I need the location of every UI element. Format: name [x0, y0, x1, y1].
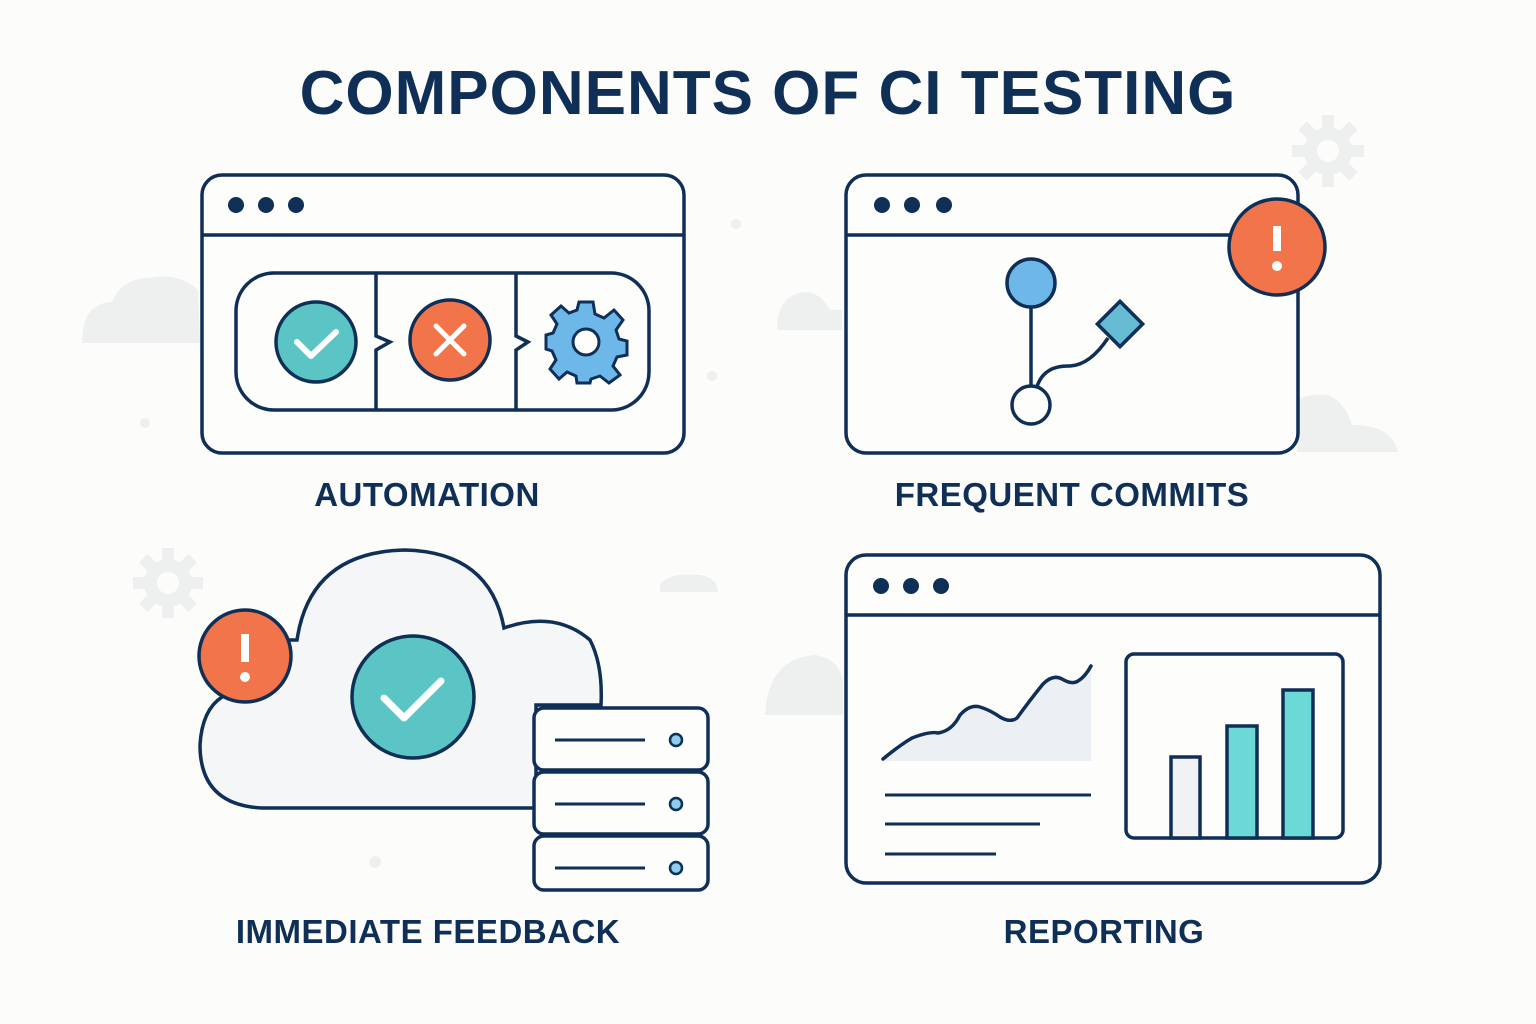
frequent-commits-illustration — [844, 173, 1327, 455]
cloud-icon — [1297, 394, 1398, 452]
background-decorations — [82, 115, 1398, 868]
automation-illustration — [200, 173, 686, 455]
page-title: COMPONENTS OF CI TESTING — [299, 59, 1237, 128]
text-lines — [885, 793, 1091, 856]
immediate-feedback-illustration — [197, 548, 710, 892]
cloud-icon — [777, 292, 842, 330]
label-frequent-commits: FREQUENT COMMITS — [894, 476, 1250, 513]
label-automation: AUTOMATION — [314, 476, 540, 513]
cloud-icon — [82, 276, 200, 343]
window-dots — [874, 197, 952, 213]
reporting-illustration — [844, 553, 1382, 885]
browser-window — [844, 173, 1300, 455]
line-chart-icon — [881, 664, 1093, 761]
gear-icon — [544, 300, 629, 385]
server-stack-icon — [532, 706, 710, 892]
check-icon — [274, 300, 358, 384]
cloud-icon — [660, 574, 718, 592]
x-icon — [408, 298, 492, 382]
window-dots — [873, 578, 949, 594]
check-icon — [350, 634, 476, 760]
cloud-icon — [765, 655, 843, 715]
alert-icon — [197, 608, 293, 704]
bar-chart-icon — [1124, 652, 1345, 840]
gear-icon — [1292, 115, 1364, 187]
git-branch-icon — [1005, 257, 1146, 426]
window-dots — [228, 197, 304, 213]
gear-icon — [133, 548, 203, 618]
label-immediate-feedback: IMMEDIATE FEEDBACK — [235, 913, 621, 950]
alert-icon — [1227, 197, 1327, 297]
label-reporting: REPORTING — [1003, 913, 1205, 950]
